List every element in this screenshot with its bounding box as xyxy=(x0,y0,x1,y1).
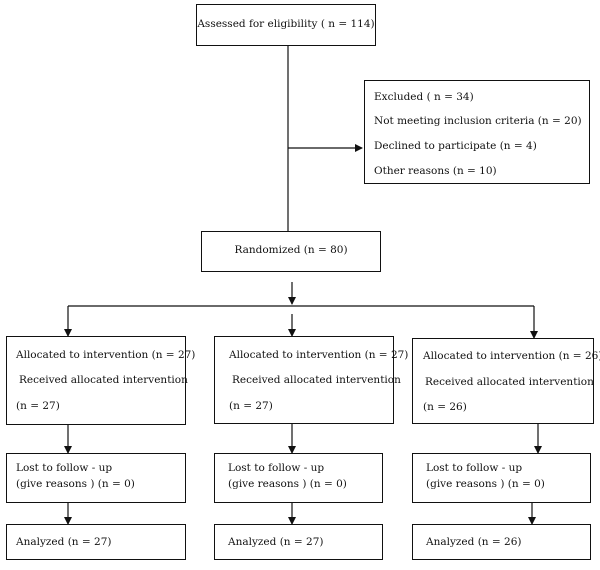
excluded-title: Excluded ( n = 34) xyxy=(374,91,474,103)
received-count: (n = 27) xyxy=(16,400,60,412)
lost-label: Lost to follow - up xyxy=(16,462,113,474)
excluded-reason: Not meeting inclusion criteria (n = 20) xyxy=(374,115,582,127)
eligibility-label: Assessed for eligibility ( n = 114) xyxy=(197,18,375,30)
lost-reasons: (give reasons ) (n = 0) xyxy=(16,478,135,490)
lost-reasons: (give reasons ) (n = 0) xyxy=(228,478,347,490)
group-2-allocation-box: Allocated to intervention (n = 27) Recei… xyxy=(214,336,408,424)
received-label: Received allocated intervention xyxy=(232,374,401,386)
analyzed-label: Analyzed (n = 26) xyxy=(426,536,522,548)
allocated-label: Allocated to intervention (n = 26) xyxy=(423,350,600,362)
group-1-followup-box: Lost to follow - up (give reasons ) (n =… xyxy=(6,453,186,503)
received-count: (n = 26) xyxy=(423,401,467,413)
excluded-reason: Other reasons (n = 10) xyxy=(374,165,497,177)
eligibility-box: Assessed for eligibility ( n = 114) xyxy=(196,4,376,46)
lost-label: Lost to follow - up xyxy=(228,462,325,474)
received-label: Received allocated intervention xyxy=(19,374,188,386)
allocated-label: Allocated to intervention (n = 27) xyxy=(229,349,409,361)
group-3-allocation-box: Allocated to intervention (n = 26) Recei… xyxy=(412,338,600,424)
lost-label: Lost to follow - up xyxy=(426,462,523,474)
received-label: Received allocated intervention xyxy=(425,376,594,388)
analyzed-label: Analyzed (n = 27) xyxy=(16,536,112,548)
received-count: (n = 27) xyxy=(229,400,273,412)
group-2-followup-box: Lost to follow - up (give reasons ) (n =… xyxy=(214,453,383,503)
group-1-analysis-box: Analyzed (n = 27) xyxy=(6,524,186,560)
analyzed-label: Analyzed (n = 27) xyxy=(228,536,324,548)
group-2-analysis-box: Analyzed (n = 27) xyxy=(214,524,383,560)
allocated-label: Allocated to intervention (n = 27) xyxy=(16,349,196,361)
excluded-reason: Declined to participate (n = 4) xyxy=(374,140,537,152)
group-1-allocation-box: Allocated to intervention (n = 27) Recei… xyxy=(6,336,195,425)
lost-reasons: (give reasons ) (n = 0) xyxy=(426,478,545,490)
randomized-box: Randomized (n = 80) xyxy=(201,231,381,272)
group-3-analysis-box: Analyzed (n = 26) xyxy=(412,524,591,560)
group-3-followup-box: Lost to follow - up (give reasons ) (n =… xyxy=(412,453,591,503)
excluded-box: Excluded ( n = 34) Not meeting inclusion… xyxy=(364,80,590,184)
randomized-label: Randomized (n = 80) xyxy=(234,244,348,256)
